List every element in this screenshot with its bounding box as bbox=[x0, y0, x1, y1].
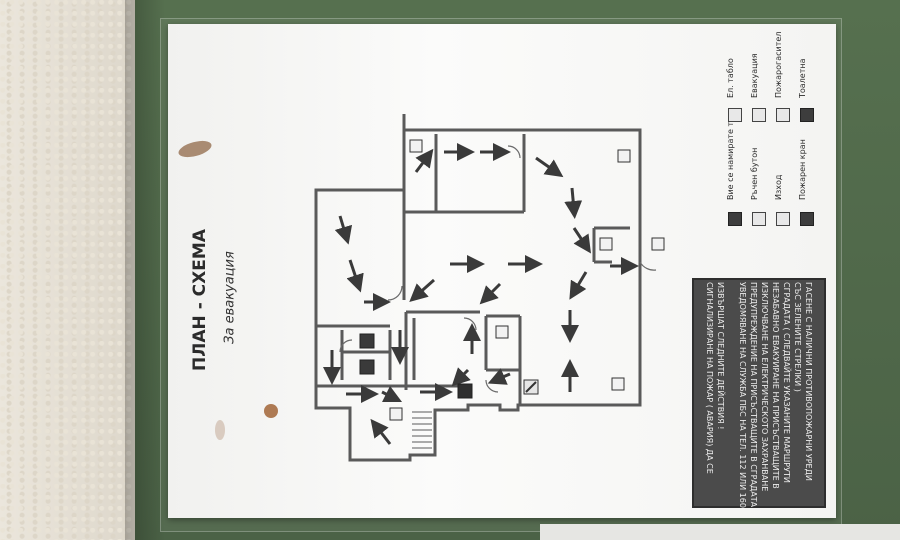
stain-mark bbox=[215, 420, 225, 440]
extinguisher-icon bbox=[409, 139, 423, 153]
instruction-line: СГРАДАТА ( СЛЕДВАЙТЕ УКАЗАНИТЕ МАРШРУТИ bbox=[782, 282, 791, 483]
stain-mark bbox=[264, 404, 278, 418]
instruction-line: ИЗКЛЮЧВАНЕ НА ЕЛЕКТРИЧЕСКОТО ЗАХРАНВАНЕ bbox=[760, 282, 769, 492]
legend-label: Евакуация bbox=[750, 53, 759, 98]
legend-label: Вие се намирате тук bbox=[726, 112, 735, 200]
evacuation-arrows bbox=[323, 143, 639, 445]
legend-label: Пожарен кран bbox=[798, 139, 807, 200]
you-are-here-icon bbox=[728, 212, 742, 226]
instruction-line: ГАСЕНЕ С НАЛИЧНИ ПРОТИВОПОЖАРНИ УРЕДИ bbox=[804, 282, 813, 481]
instruction-line: УВЕДОМЯВАНЕ НА СЛУЖБА ПБС НА ТЕЛ. 112 ИЛ… bbox=[738, 282, 747, 508]
extinguisher-icon bbox=[389, 407, 403, 421]
lower-sheet-edge bbox=[540, 524, 900, 540]
plaster-wall bbox=[0, 0, 135, 540]
extinguisher-icon bbox=[495, 325, 509, 339]
toilet-icon bbox=[800, 108, 814, 122]
instruction-line: СЪС ЗЕЛЕНИТЕ СТРЕЛКИ ) bbox=[793, 282, 802, 392]
toilet-icon bbox=[359, 333, 375, 349]
exit-icon bbox=[651, 237, 665, 251]
legend-label: Ръчен бутон bbox=[750, 147, 759, 200]
plan-walls bbox=[314, 114, 642, 462]
legend-label: Ел. табло bbox=[726, 58, 735, 98]
door-swings bbox=[339, 145, 657, 393]
evacuation-icon bbox=[752, 108, 766, 122]
legend-label: Тоалетна bbox=[798, 58, 807, 98]
exit-icon bbox=[776, 212, 790, 226]
legend-label: Изход bbox=[774, 174, 783, 200]
extinguisher-icon bbox=[617, 149, 631, 163]
fire-hydrant-icon bbox=[457, 383, 473, 399]
electric-panel-icon bbox=[728, 108, 742, 122]
emergency-instructions-box: СИГНАЛИЗИРАНЕ НА ПОЖАР ( АВАРИЯ) ДА СЕ И… bbox=[692, 278, 826, 508]
instruction-line: СИГНАЛИЗИРАНЕ НА ПОЖАР ( АВАРИЯ) ДА СЕ bbox=[705, 282, 714, 474]
extinguisher-icon bbox=[776, 108, 790, 122]
instruction-line: ИЗВЪРШАТ СЛЕДНИТЕ ДЕЙСТВИЯ ! bbox=[716, 282, 725, 430]
stairs bbox=[412, 411, 432, 449]
instruction-line: ПРЕДУПРЕЖДЕНИЕ НА ПРИСЪСТВАЩИТЕ В СГРАДА… bbox=[749, 282, 758, 508]
manual-button-icon bbox=[752, 212, 766, 226]
exit-icon bbox=[599, 237, 613, 251]
fire-hydrant-icon bbox=[800, 212, 814, 226]
plan-symbols bbox=[359, 139, 665, 421]
legend-label: Пожарогасител bbox=[774, 31, 783, 98]
wall-edge-shadow bbox=[125, 0, 165, 540]
toilet-icon bbox=[359, 359, 375, 375]
extinguisher-icon bbox=[611, 377, 625, 391]
instruction-line: НЕЗАБАВНО ЕВАКУИРАНЕ НА ПРИСЪСТВАЩИТЕ В bbox=[771, 282, 780, 489]
